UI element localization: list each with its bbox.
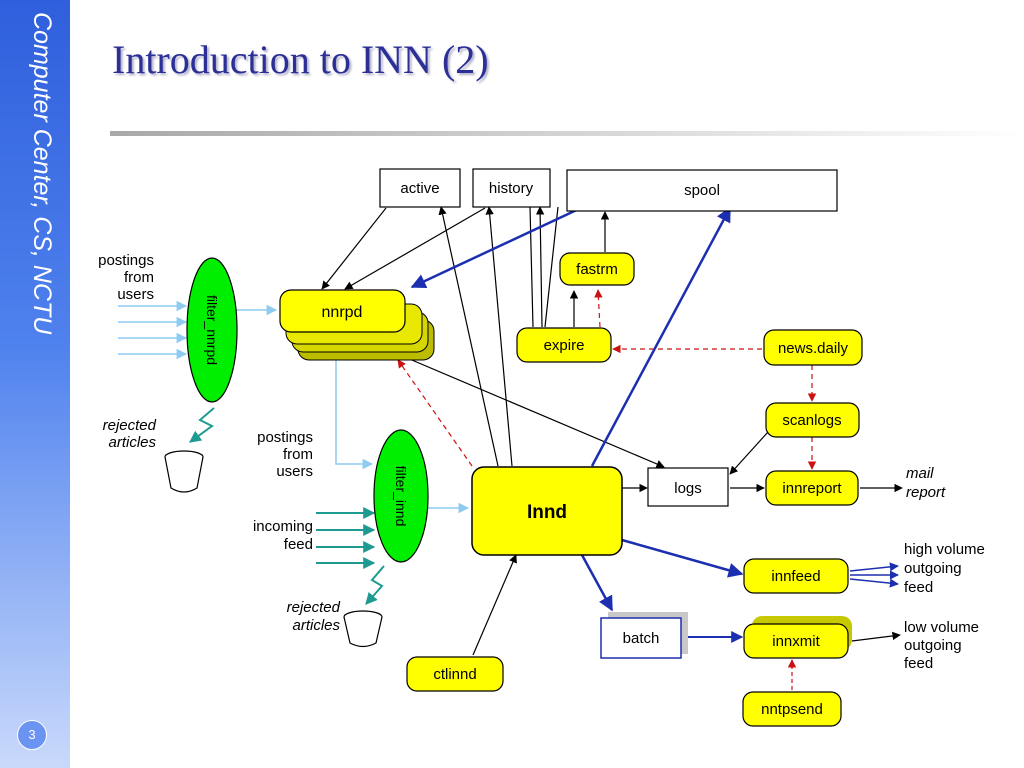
proc-nntpsend: nntpsend	[742, 691, 842, 727]
arrow-innd-spool	[590, 206, 732, 467]
file-active-label: active	[400, 180, 439, 197]
arrow-ctlinnd-innd	[472, 554, 517, 656]
file-batch-label: batch	[623, 630, 660, 647]
arrow-innd-batch	[580, 554, 614, 612]
proc-innxmit-label: innxmit	[772, 633, 820, 650]
proc-innxmit: innxmit	[743, 616, 852, 659]
file-active: active	[379, 168, 461, 208]
label-low-volume: low volume outgoing feed	[904, 619, 979, 672]
slide-title: Introduction to INN (2)	[112, 37, 489, 82]
proc-ctlinnd: ctlinnd	[406, 656, 504, 692]
file-spool: spool	[566, 169, 838, 212]
filter-innd-label: filter_innd	[393, 466, 409, 527]
label-line: feed	[904, 655, 933, 672]
proc-nnrpd-stack: nnrpd	[279, 289, 435, 361]
label-line: feed	[284, 536, 313, 553]
proc-fastrm: fastrm	[559, 252, 635, 286]
proc-innd: Innd	[471, 466, 623, 556]
label-line: feed	[904, 579, 933, 596]
label-line: from	[283, 446, 313, 463]
trash-bucket-icon	[343, 610, 383, 648]
proc-nnrpd-label: nnrpd	[322, 304, 363, 321]
arrow-innxmit-feed	[851, 631, 901, 642]
zigzag-reject-top	[189, 407, 215, 443]
proc-fastrm-label: fastrm	[576, 261, 618, 278]
label-line: from	[124, 269, 154, 286]
title-divider	[110, 131, 1024, 136]
proc-ctlinnd-label: ctlinnd	[433, 666, 476, 683]
proc-innfeed-label: innfeed	[771, 568, 820, 585]
file-logs-label: logs	[674, 480, 702, 497]
label-high-volume: high volume outgoing feed	[904, 541, 985, 596]
filter-nnrpd: filter_nnrpd	[186, 257, 238, 403]
proc-scanlogs-label: scanlogs	[782, 412, 841, 429]
arrow-history-nnrpd	[344, 207, 486, 290]
arrow-innd-innfeed	[621, 538, 744, 578]
trash-bucket-icon	[164, 450, 204, 493]
arrow-nnrpd-logs	[399, 354, 665, 468]
label-rejected-bottom: rejected articles	[287, 599, 341, 634]
label-line: high volume	[904, 541, 985, 558]
label-incoming-feed: incoming feed	[253, 518, 313, 553]
file-spool-label: spool	[684, 182, 720, 199]
label-line: outgoing	[904, 560, 962, 577]
label-line: articles	[292, 617, 340, 634]
arrow-innfeed-out-1	[849, 562, 899, 572]
page-number: 3	[17, 720, 47, 750]
label-postings-top: postings from users	[98, 252, 154, 303]
label-line: incoming	[253, 518, 313, 535]
file-logs: logs	[647, 467, 729, 507]
zigzag-reject-bottom	[365, 565, 385, 605]
label-line: report	[906, 484, 946, 501]
arrow-active-nnrpd	[321, 207, 387, 290]
proc-innreport: innreport	[765, 470, 859, 506]
label-mail-report: mail report	[906, 465, 946, 501]
file-history-label: history	[489, 180, 534, 197]
arrow-innd-active	[438, 206, 499, 467]
label-postings-mid: postings from users	[257, 429, 313, 480]
file-batch: batch	[600, 612, 688, 659]
sidebar: Computer Center, CS, NCTU 3	[0, 0, 70, 768]
label-line: postings	[257, 429, 313, 446]
dashed-innd-nnrpd	[397, 359, 473, 467]
label-rejected-top: rejected articles	[103, 417, 157, 451]
label-line: articles	[108, 434, 156, 451]
dashed-expire-fastrm	[594, 289, 603, 328]
file-history: history	[472, 168, 551, 208]
arrow-scanlogs-logs	[729, 431, 769, 475]
arrow-spool-nnrpd	[410, 205, 584, 289]
line-history-expire-c	[544, 206, 559, 328]
label-line: rejected	[287, 599, 341, 616]
proc-nntpsend-label: nntpsend	[761, 701, 823, 718]
proc-news-daily-label: news.daily	[778, 340, 849, 357]
proc-innfeed: innfeed	[743, 558, 849, 594]
label-line: mail	[906, 465, 934, 482]
proc-scanlogs: scanlogs	[765, 402, 860, 438]
proc-innd-label: Innd	[527, 502, 567, 523]
proc-expire-label: expire	[544, 337, 585, 354]
arrow-nnrpd-filterinnd	[335, 360, 374, 470]
filter-nnrpd-label: filter_nnrpd	[204, 295, 220, 365]
connectors	[118, 205, 903, 690]
label-line: low volume	[904, 619, 979, 636]
arrow-innfeed-out-3	[849, 578, 899, 588]
proc-news-daily: news.daily	[763, 329, 863, 366]
line-history-expire-a	[529, 206, 534, 328]
proc-innreport-label: innreport	[782, 480, 842, 497]
label-line: users	[117, 286, 154, 303]
proc-expire: expire	[516, 327, 612, 363]
label-line: outgoing	[904, 637, 962, 654]
label-line: postings	[98, 252, 154, 269]
label-line: rejected	[103, 417, 157, 434]
filter-innd: filter_innd	[373, 429, 429, 563]
label-line: users	[276, 463, 313, 480]
sidebar-title: Computer Center, CS, NCTU	[28, 12, 56, 335]
